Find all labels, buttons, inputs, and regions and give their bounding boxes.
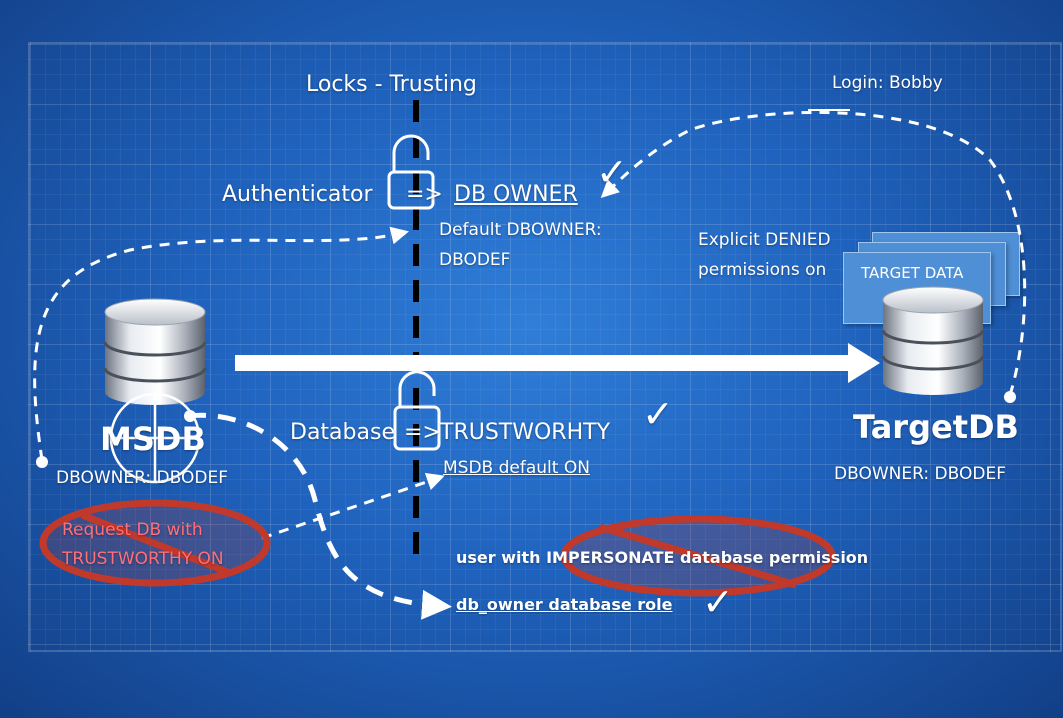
login-start-dot — [1004, 391, 1016, 403]
authenticator-open-lock-icon — [387, 134, 435, 210]
msdb-name: MSDB — [100, 420, 206, 458]
explicit-denied-line1: Explicit DENIED — [698, 230, 831, 250]
default-dbowner-line2: DBODEF — [439, 250, 511, 270]
request-dashed-arrow — [261, 473, 445, 540]
impersonate-permission-label: user with IMPERSONATE database permissio… — [456, 548, 869, 567]
main-flow-arrow-head — [848, 343, 880, 383]
database-open-lock-icon — [393, 370, 441, 451]
db-owner-role-dashed-arrow — [187, 412, 452, 620]
msdb-owner: DBOWNER: DBODEF — [56, 468, 228, 488]
trustworhty-label: TRUSTWORHTY — [440, 420, 611, 445]
target-data-label: TARGET DATA — [861, 264, 964, 282]
targetdb-owner: DBOWNER: DBODEF — [834, 464, 1006, 484]
trustworhty-checkmark: ✓ — [642, 392, 674, 436]
impersonate-prohibited-icon — [560, 515, 836, 597]
explicit-denied-line2: permissions on — [698, 260, 827, 280]
default-dbowner-line1: Default DBOWNER: — [439, 220, 602, 240]
left-loop-start-dot — [36, 456, 48, 468]
db-owner-role-label: db_owner database role — [456, 595, 673, 614]
database-label: Database — [290, 420, 395, 445]
targetdb-database-icon — [881, 286, 985, 395]
msdb-default-on-label: MSDB default ON — [443, 458, 590, 478]
login-dashed-arrow — [600, 110, 1027, 396]
db-owner-role-checkmark: ✓ — [702, 580, 734, 624]
diagram-title: Locks - Trusting — [306, 72, 477, 97]
targetdb-name: TargetDB — [853, 408, 1019, 446]
authenticator-arrow: => — [406, 182, 443, 207]
db-owner-label: DB OWNER — [454, 182, 578, 207]
request-trustworthy-line1: Request DB with — [62, 520, 203, 540]
left-loop-dashed-arrow — [33, 226, 410, 461]
msdb-target-reticle-icon — [109, 392, 201, 484]
request-trustworthy-line2: TRUSTWORTHY ON — [62, 549, 224, 569]
database-arrow: => — [404, 420, 441, 445]
db-owner-role-start-dot — [184, 410, 196, 422]
login-label: Login: Bobby — [832, 73, 943, 93]
msdb-database-icon — [103, 298, 207, 405]
request-prohibited-icon — [39, 499, 271, 587]
db-owner-checkmark: ✓ — [596, 150, 628, 194]
authenticator-label: Authenticator — [222, 182, 373, 207]
